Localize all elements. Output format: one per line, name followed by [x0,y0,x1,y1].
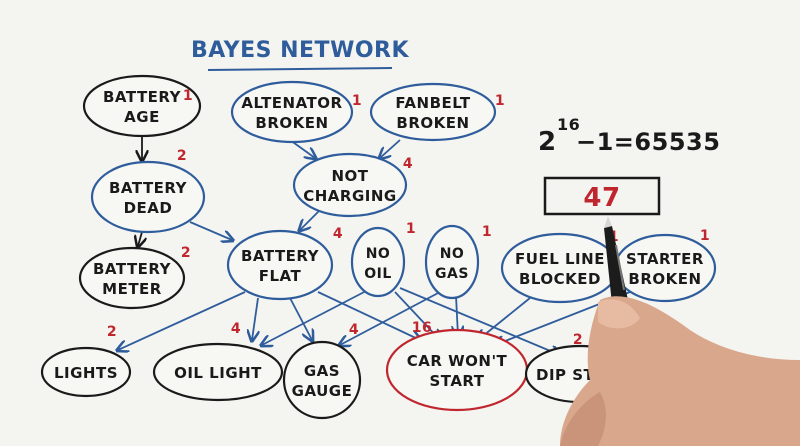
node-label-line2: CHARGING [303,187,396,205]
edge-flat-to-gasgauge [289,297,312,340]
node-no-gas: NO GAS 1 [424,224,492,300]
answer-value: 47 [583,183,620,213]
formula: 2 16 −1=65535 [538,115,720,157]
node-no-oil: NO OIL 1 [350,221,416,298]
hand-image [560,296,800,446]
node-battery-meter: BATTERY METER 2 [78,245,191,310]
node-outline [292,152,408,218]
node-alternator: ALTENATOR BROKEN 1 [230,80,362,144]
edge-flat-to-carstart [317,291,420,340]
node-starter: STARTER BROKEN 1 [613,228,717,303]
title-underline [207,67,393,71]
answer-box: 47 [543,176,661,216]
node-outline [226,229,334,301]
node-label-line2: BLOCKED [519,270,601,288]
node-label-line1: BATTERY [109,179,188,197]
edge-nooil-to-oillight [262,289,369,345]
node-outline [424,224,480,300]
node-parameter-count: 4 [231,321,241,337]
node-parameter-count: 2 [573,332,583,348]
node-label-line2: BROKEN [628,270,701,288]
node-parameter-count: 16 [412,320,432,336]
node-outline [82,74,202,138]
node-label-line1: FUEL LINE [515,250,605,268]
node-parameter-count: 4 [333,226,343,242]
node-outline [78,246,186,310]
edge-flat-to-lights [118,291,246,350]
node-label-line1: NOT [331,167,368,185]
node-parameter-count: 1 [495,93,505,109]
node-label-line2: GAS [435,266,469,282]
formula-rest: −1=65535 [576,128,720,156]
node-parameter-count: 1 [482,224,492,240]
node-label-line2: GAUGE [292,382,353,400]
node-parameter-count: 1 [700,228,710,244]
node-parameter-count: 4 [349,322,359,338]
node-outline [613,233,717,303]
node-label-line2: START [429,372,484,390]
node-gas-gauge: GAS GAUGE 4 [282,322,362,420]
edge-fanbelt-to-notcharging [380,139,401,158]
node-label-line1: CAR WON'T [407,352,508,370]
node-label-line2: BROKEN [255,114,328,132]
node-label-line1: OIL LIGHT [174,364,262,382]
node-parameter-count: 2 [181,245,191,261]
node-label-line2: OIL [364,266,392,282]
node-parameter-count: 2 [107,324,117,340]
edge-nooil-to-dipstick [399,287,560,355]
node-outline [369,82,497,142]
node-label-line2: METER [102,280,162,298]
edge-dead-to-meter [138,231,142,246]
node-label-line1: GAS [304,362,340,380]
node-label-line1: STARTER [626,250,704,268]
node-label-line1: BATTERY [103,88,182,106]
node-fuel-line: FUEL LINEBLOCKED1 [500,229,620,304]
node-label-line1: LIGHTS [54,364,118,382]
diagram-title: BAYES NETWORK [191,38,410,63]
edge-notcharging-to-flat [300,209,321,230]
node-battery-dead: BATTERY DEAD 2 [90,148,206,234]
node-parameter-count: 1 [352,93,362,109]
node-label-line2: AGE [124,108,160,126]
node-label-line1: NO [366,246,391,262]
node-label-line1: NO [440,246,465,262]
node-label-line2: DEAD [124,199,173,217]
node-parameter-count: 1 [183,88,193,104]
edge-dead-to-flat [189,221,232,240]
node-lights: LIGHTS 2 [40,324,132,398]
node-parameter-count: 1 [406,221,416,237]
node-label-line2: FLAT [259,267,302,285]
node-label-line1: FANBELT [395,94,470,112]
node-outline [230,80,354,144]
node-not-charging: NOT CHARGING 4 [292,152,413,218]
formula-base: 2 [538,127,557,157]
edge-nogas-to-gasgauge [340,291,441,345]
node-fanbelt: FANBELT BROKEN 1 [369,82,505,142]
node-oil-light: OIL LIGHT 4 [152,321,284,402]
node-label-line1: BATTERY [93,260,172,278]
node-battery-age: BATTERY AGE 1 [82,74,202,138]
node-outline [350,226,406,298]
node-battery-flat: BATTERY FLAT 4 [226,226,343,301]
node-outline [282,340,362,420]
formula-exponent: 16 [557,115,580,134]
node-outline [90,160,206,234]
node-outline [152,342,284,402]
node-outline [500,232,620,304]
node-car-wont-start: CAR WON'T START 16 [385,320,529,412]
node-outline [40,346,132,398]
node-parameter-count: 4 [403,156,413,172]
node-parameter-count: 2 [177,148,187,164]
node-outline [385,328,529,412]
node-label-line1: BATTERY [241,247,320,265]
edge-flat-to-oillight [252,297,258,340]
node-label-line1: ALTENATOR [241,94,342,112]
node-label-line2: BROKEN [396,114,469,132]
